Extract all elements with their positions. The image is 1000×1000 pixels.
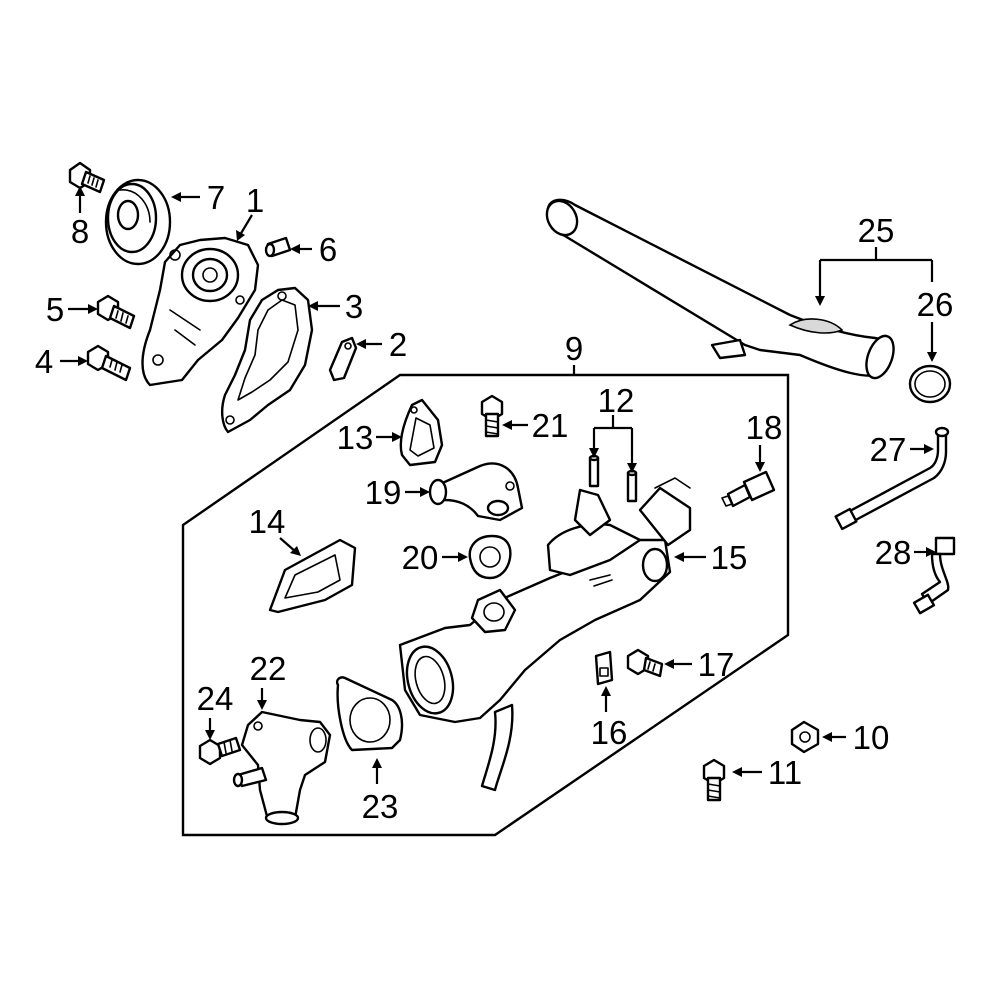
part-20-gasket[interactable]: [468, 534, 512, 580]
part-12-pin-left[interactable]: [588, 454, 600, 488]
callout-1: 1: [246, 182, 264, 219]
part-18-sensor[interactable]: [721, 470, 776, 508]
part-8-bolt[interactable]: [68, 161, 106, 194]
part-22-thermostat-housing[interactable]: [232, 710, 332, 826]
part-19-outlet[interactable]: [428, 462, 524, 522]
part-2-plate[interactable]: [328, 336, 358, 382]
callout-22: 22: [250, 650, 287, 687]
part-1-water-pump[interactable]: [141, 236, 260, 387]
part-26-o-ring[interactable]: [908, 364, 952, 404]
part-28-hose[interactable]: [912, 536, 956, 615]
callout-10: 10: [853, 719, 890, 756]
part-12-pin-right[interactable]: [626, 469, 638, 503]
part-17-bolt[interactable]: [626, 648, 664, 678]
callout-26: 26: [917, 286, 954, 323]
callout-9: 9: [565, 330, 583, 367]
part-10-nut[interactable]: [790, 720, 820, 754]
part-5-bolt[interactable]: [96, 294, 136, 330]
part-27-hose[interactable]: [834, 426, 950, 531]
part-11-bolt[interactable]: [702, 758, 726, 802]
callout-25: 25: [858, 212, 895, 249]
callout-8: 8: [71, 213, 89, 250]
callout-23: 23: [362, 788, 399, 825]
callout-20: 20: [402, 539, 439, 576]
part-4-bolt[interactable]: [86, 344, 132, 382]
part-16-bracket[interactable]: [594, 650, 614, 686]
callout-28: 28: [875, 534, 912, 571]
callout-24: 24: [197, 680, 234, 717]
callout-13: 13: [337, 419, 374, 456]
callout-labels: 8 7 1 6 5 3 2 4 9 13 21 12 18 19 14 20 1…: [35, 179, 954, 825]
callout-5: 5: [46, 291, 64, 328]
part-13-gasket[interactable]: [399, 398, 444, 467]
part-9-housing[interactable]: [398, 477, 692, 792]
callout-15: 15: [711, 539, 748, 576]
part-24-bolt[interactable]: [198, 736, 242, 766]
callout-21: 21: [532, 407, 569, 444]
part-21-bolt[interactable]: [480, 394, 504, 438]
callout-11: 11: [768, 754, 802, 791]
callout-3: 3: [345, 288, 363, 325]
callout-27: 27: [870, 431, 907, 468]
part-6-dowel[interactable]: [264, 236, 292, 258]
part-7-pulley[interactable]: [104, 178, 172, 266]
leader-lines: [60, 186, 937, 784]
callout-19: 19: [365, 474, 402, 511]
callout-14: 14: [249, 503, 286, 540]
callout-17: 17: [698, 646, 735, 683]
part-23-gasket[interactable]: [335, 676, 404, 752]
callout-16: 16: [591, 714, 628, 751]
callout-18: 18: [746, 409, 783, 446]
part-14-gasket[interactable]: [268, 538, 357, 614]
callout-2: 2: [389, 326, 407, 363]
callout-7: 7: [207, 179, 225, 216]
assembly-9-box: [181, 373, 790, 837]
callout-6: 6: [319, 231, 337, 268]
callout-12: 12: [598, 382, 635, 419]
callout-4: 4: [35, 343, 53, 380]
part-3-gasket[interactable]: [220, 286, 314, 434]
part-25-coolant-pipe[interactable]: [541, 195, 899, 381]
